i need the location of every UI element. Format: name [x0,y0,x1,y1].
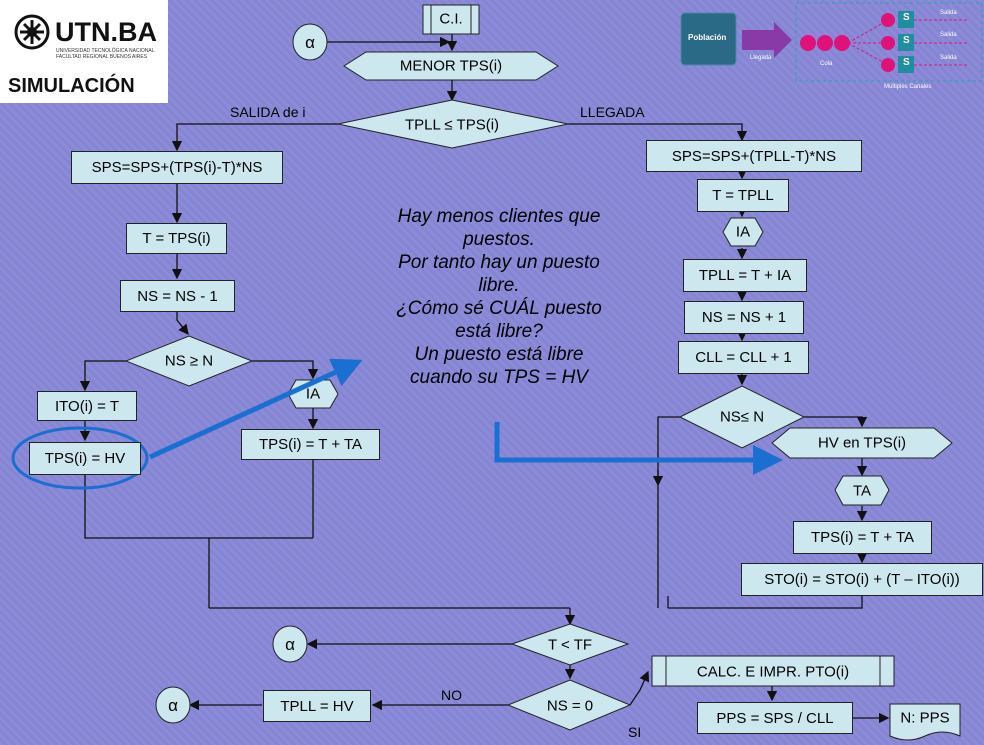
ta-hex [834,475,890,506]
note-line: está libre? [455,321,543,342]
salida-3-label: Salida [940,55,957,61]
right-cond-diamond [678,385,806,449]
no-label: NO [441,687,462,703]
pps-box: PPS = SPS / CLL [697,702,853,734]
note-line: Hay menos clientes que [397,206,601,227]
server-1-label: S [903,12,910,23]
left-t-box: T = TPS(i) [126,223,227,254]
alpha-circle-top [292,23,328,61]
right-sps-box: SPS=SPS+(TPLL-T)*NS [646,140,862,172]
right-t-box: T = TPLL [697,179,789,212]
logo-text: UTN.BA [55,17,157,47]
alpha-bottom: α [168,696,178,715]
right-ns-box: NS = NS + 1 [684,301,804,334]
logo-subtext: UNIVERSIDAD TECNOLÓGICA NACIONAL FACULTA… [56,48,155,60]
cond-tf-text: T < TF [547,636,593,654]
salida-2-label: Salida [940,32,957,38]
output-text: N: PPS [900,709,950,727]
note-line: ¿Cómo sé CUÁL puesto [396,298,602,319]
blue-arrow-right [494,422,783,475]
multiples-label: Múltiples Canales [884,84,932,90]
left-cond-diamond [124,335,254,387]
explanation-note: Hay menos clientes que puestos. Por tant… [365,205,633,389]
menor-tps-text: MENOR TPS(i) [399,57,503,75]
si-label: SI [628,724,642,740]
salida-label: SALIDA de i [230,104,306,120]
utn-logo-icon [14,14,50,50]
left-ns-box: NS = NS - 1 [120,280,235,312]
blue-arrow-left [148,358,363,460]
menor-tps-shape [343,51,559,81]
llegada-label: Llegada [750,55,772,61]
tps-hv-box: TPS(i) = HV [29,442,141,475]
llegada-label: LLEGADA [580,104,645,120]
cond-tf-diamond [510,623,630,666]
right-tps-ta-box: TPS(i) = T + TA [793,521,932,554]
cond-tpll-text: TPLL ≤ TPS(i) [404,116,500,134]
calc-text: CALC. E IMPR. PTO(i) [696,663,850,681]
cond-ns0-text: NS = 0 [546,697,594,715]
output-doc-shape [889,703,961,741]
slide-title: SIMULACIÓN [8,75,135,97]
alpha-circle-mid [272,625,308,663]
highlight-ellipse [11,426,149,490]
note-line: Un puesto está libre [414,344,584,365]
note-line: Por tanto hay un puesto [398,252,600,273]
note-line: puestos. [463,229,535,250]
queue-mini-diagram: Población Llegada Cola S S S Salida Sali… [678,0,984,98]
server-3-label: S [903,57,910,68]
ito-box: ITO(i) = T [37,391,137,421]
cond-ns0-diamond [506,679,632,731]
cond-tpll-diamond [337,99,569,149]
alpha-circle-bottom [155,686,191,724]
poblacion-label: Población [688,33,727,42]
cola-label: Cola [820,61,833,67]
left-cond-text: NS ≥ N [164,352,214,370]
right-ia-text: IA [735,223,751,241]
tpll-hv-box: TPLL = HV [263,690,371,722]
right-ia-hex [722,217,764,247]
alpha-top: α [305,33,315,52]
utn-logo-panel: UTN.BA UNIVERSIDAD TECNOLÓGICA NACIONAL … [0,0,168,103]
tpll-box: TPLL = T + IA [683,259,807,292]
server-2-label: S [903,35,910,46]
salida-1-label: Salida [940,10,957,16]
hv-shape [771,427,953,459]
ci-box: C.I. [439,10,463,28]
note-line: libre. [478,275,520,296]
left-ia-text: IA [305,385,321,403]
ta-text: TA [852,482,872,500]
sto-box: STO(i) = STO(i) + (T – ITO(i)) [741,563,983,596]
cll-box: CLL = CLL + 1 [678,341,809,374]
left-sps-box: SPS=SPS+(TPS(i)-T)*NS [71,151,283,184]
hv-text: HV en TPS(i) [817,434,907,452]
left-tps-ta-box: TPS(i) = T + TA [241,429,380,460]
note-line: cuando su TPS = HV [410,367,588,388]
alpha-mid: α [285,635,295,654]
right-cond-text: NS≤ N [719,408,765,426]
